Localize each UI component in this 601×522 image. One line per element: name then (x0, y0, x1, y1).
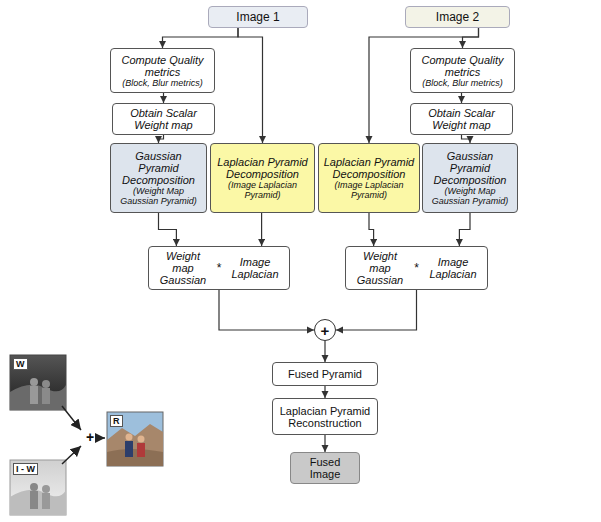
sum-circle: + (314, 319, 336, 341)
inverse-weight-image (10, 460, 66, 515)
box-text: * (217, 262, 222, 274)
process-box: Compute Quality metrics(Block, Blur metr… (410, 48, 515, 93)
process-box: Obtain Scalar Weight map (112, 103, 215, 135)
flow-arrow (324, 341, 325, 362)
flow-arrow (461, 93, 462, 103)
box-text: (Weight Map Gaussian Pyramid) (427, 186, 513, 206)
box-text: Gaussian Pyramid Decomposition (427, 150, 513, 186)
input-box: Image 1 (208, 6, 308, 28)
box-text: Image Laplacian (427, 256, 479, 280)
flow-arrow (159, 213, 177, 246)
box-text: Laplacian Pyramid Decomposition (215, 156, 310, 180)
blend-arrows (62, 406, 105, 464)
box-text: + (321, 323, 330, 338)
flow-arrow (459, 213, 470, 246)
weight-image (10, 355, 66, 410)
flow-arrow (336, 290, 417, 330)
flow-arrow (324, 435, 325, 452)
flow-arrow (462, 135, 471, 143)
image-label: R (110, 415, 123, 427)
flow-arrow (219, 290, 314, 330)
plus-sign: + (84, 430, 96, 444)
box-text: Compute Quality metrics (415, 54, 510, 78)
input-box: Image 2 (405, 6, 510, 28)
box-text: (Image Laplacian Pyramid) (323, 180, 415, 200)
flow-arrow (163, 93, 164, 103)
box-text: Laplacian Pyramid Reconstruction (277, 405, 373, 429)
image-label: W (13, 358, 28, 370)
box-text: Gaussian Pyramid Decomposition (115, 150, 202, 186)
flow-arrow (463, 28, 479, 48)
process-box: Compute Quality metrics(Block, Blur metr… (110, 48, 215, 93)
pyramid-box: Laplacian Pyramid Decomposition(Image La… (210, 143, 315, 213)
pyramid-box: Laplacian Pyramid Decomposition(Image La… (318, 143, 420, 213)
flow-arrow (324, 386, 325, 398)
box-text: (Block, Blur metrics) (422, 78, 503, 88)
box-text: Fused Image (295, 456, 355, 480)
product-box: Weight map Gaussian * Image Laplacian (148, 246, 290, 290)
box-text: (Image Laplacian Pyramid) (215, 180, 310, 200)
box-text: (Block, Blur metrics) (122, 78, 203, 88)
box-text: Image 2 (436, 11, 479, 23)
flow-arrow (163, 28, 239, 48)
pyramid-box: Gaussian Pyramid Decomposition(Weight Ma… (110, 143, 207, 213)
box-text: Weight map Gaussian (354, 250, 406, 286)
box-text: Compute Quality metrics (115, 54, 210, 78)
flow-arrow (238, 28, 263, 143)
image-label: I - W (13, 463, 38, 475)
process-box: Fused Pyramid (272, 362, 378, 386)
process-box: Laplacian Pyramid Reconstruction (272, 398, 378, 435)
box-text: Obtain Scalar Weight map (415, 107, 508, 131)
box-text: Fused Pyramid (288, 368, 362, 380)
box-text: (Weight Map Gaussian Pyramid) (115, 186, 202, 206)
output-box: Fused Image (290, 452, 360, 484)
result-image (107, 412, 163, 466)
box-text: Image Laplacian (229, 256, 281, 280)
box-text: Obtain Scalar Weight map (117, 107, 210, 131)
box-text: * (414, 262, 419, 274)
flow-arrow (159, 135, 164, 143)
pyramid-box: Gaussian Pyramid Decomposition(Weight Ma… (422, 143, 518, 213)
product-box: Weight map Gaussian * Image Laplacian (345, 246, 488, 290)
flow-arrow (261, 213, 262, 246)
process-box: Obtain Scalar Weight map (410, 103, 513, 135)
flow-arrow (369, 213, 374, 246)
box-text: Image 1 (236, 11, 279, 23)
box-text: Weight map Gaussian (157, 250, 209, 286)
box-text: Laplacian Pyramid Decomposition (323, 156, 415, 180)
